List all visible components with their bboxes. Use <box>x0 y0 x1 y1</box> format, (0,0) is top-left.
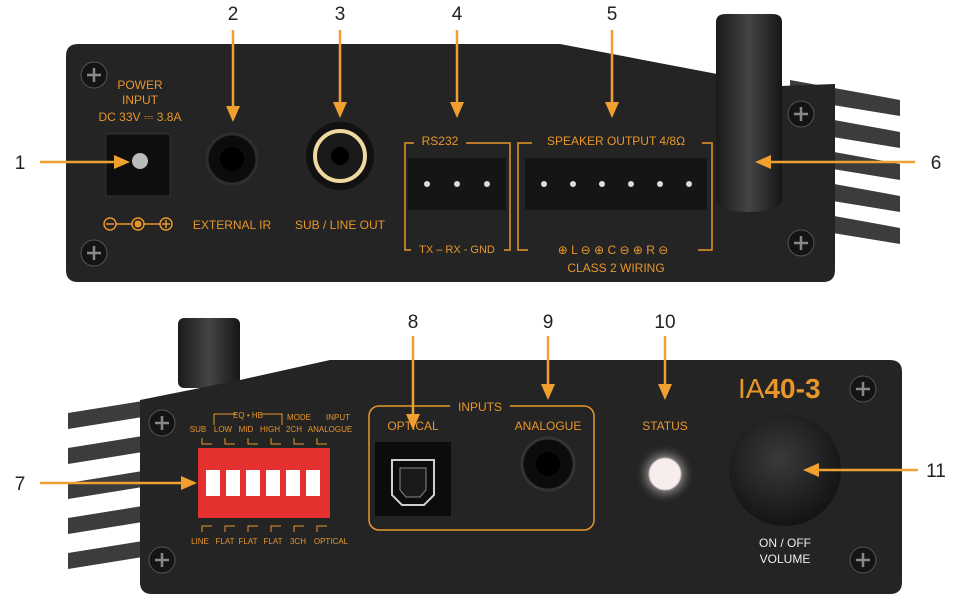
speaker-pins-label: ⊕ L ⊖ ⊕ C ⊖ ⊕ R ⊖ <box>558 243 669 257</box>
antenna-stub <box>178 318 240 388</box>
callout-5: 5 <box>607 4 618 25</box>
power-label-2: INPUT <box>122 93 159 107</box>
dip-eq-label: EQ • HB <box>233 411 263 420</box>
dip-bottom-4: FLAT <box>264 537 283 546</box>
status-label: STATUS <box>642 419 688 433</box>
dip-bottom-3: FLAT <box>239 537 258 546</box>
callout-1: 1 <box>15 153 26 174</box>
dip-bottom-2: FLAT <box>216 537 235 546</box>
external-ir-label: EXTERNAL IR <box>193 218 272 232</box>
power-label-1: POWER <box>117 78 163 92</box>
callouts <box>40 30 918 490</box>
callout-3: 3 <box>335 4 346 25</box>
volume-knob[interactable] <box>729 414 841 526</box>
front-panel: EQ • HB MODE INPUT SUB LOW MID HIGH 2CH … <box>68 318 902 594</box>
callout-7: 7 <box>15 474 26 495</box>
front-panel-body <box>140 360 902 594</box>
dip-top-6: ANALOGUE <box>308 425 352 434</box>
inputs-label: INPUTS <box>458 400 502 414</box>
dip-bottom-6: OPTICAL <box>314 537 349 546</box>
dip-bottom-1: LINE <box>191 537 209 546</box>
speaker-terminal-block <box>525 158 707 210</box>
dip-top-3: MID <box>239 425 254 434</box>
dip-top-5: 2CH <box>286 425 302 434</box>
sub-line-out-label: SUB / LINE OUT <box>295 218 386 232</box>
callout-9: 9 <box>543 312 554 333</box>
antenna <box>716 14 782 212</box>
dip-mode-label: MODE <box>287 413 311 422</box>
rs232-label: RS232 <box>422 134 459 148</box>
model-name: IA40-3 <box>738 373 821 404</box>
rear-panel: POWER INPUT DC 33V ⎓ 3.8A EXTERNAL IR SU… <box>66 14 900 282</box>
dip-top-1: SUB <box>190 425 206 434</box>
knob-label-1: ON / OFF <box>759 536 811 550</box>
analogue-label: ANALOGUE <box>515 419 582 433</box>
dip-top-4: HIGH <box>260 425 280 434</box>
dip-input-label: INPUT <box>326 413 350 422</box>
power-jack-pin <box>132 153 148 169</box>
polarity-icon <box>103 217 173 231</box>
callout-numbers: 1 2 3 4 5 6 7 8 9 10 11 <box>15 4 946 495</box>
rs232-pins-label: TX – RX - GND <box>419 244 495 256</box>
callout-2: 2 <box>228 4 239 25</box>
status-led <box>648 457 682 491</box>
knob-label-2: VOLUME <box>760 552 811 566</box>
dip-switch-levers <box>206 470 320 496</box>
callout-6: 6 <box>931 153 942 174</box>
dip-bottom-5: 3CH <box>290 537 306 546</box>
callout-8: 8 <box>408 312 419 333</box>
class2-wiring-label: CLASS 2 WIRING <box>567 261 664 275</box>
callout-4: 4 <box>452 4 463 25</box>
speaker-output-label: SPEAKER OUTPUT 4/8Ω <box>547 134 685 148</box>
rs232-frame <box>404 142 511 251</box>
dip-top-2: LOW <box>214 425 233 434</box>
callout-11: 11 <box>926 461 946 482</box>
callout-10: 10 <box>654 312 675 333</box>
power-rating: DC 33V ⎓ 3.8A <box>99 110 182 124</box>
